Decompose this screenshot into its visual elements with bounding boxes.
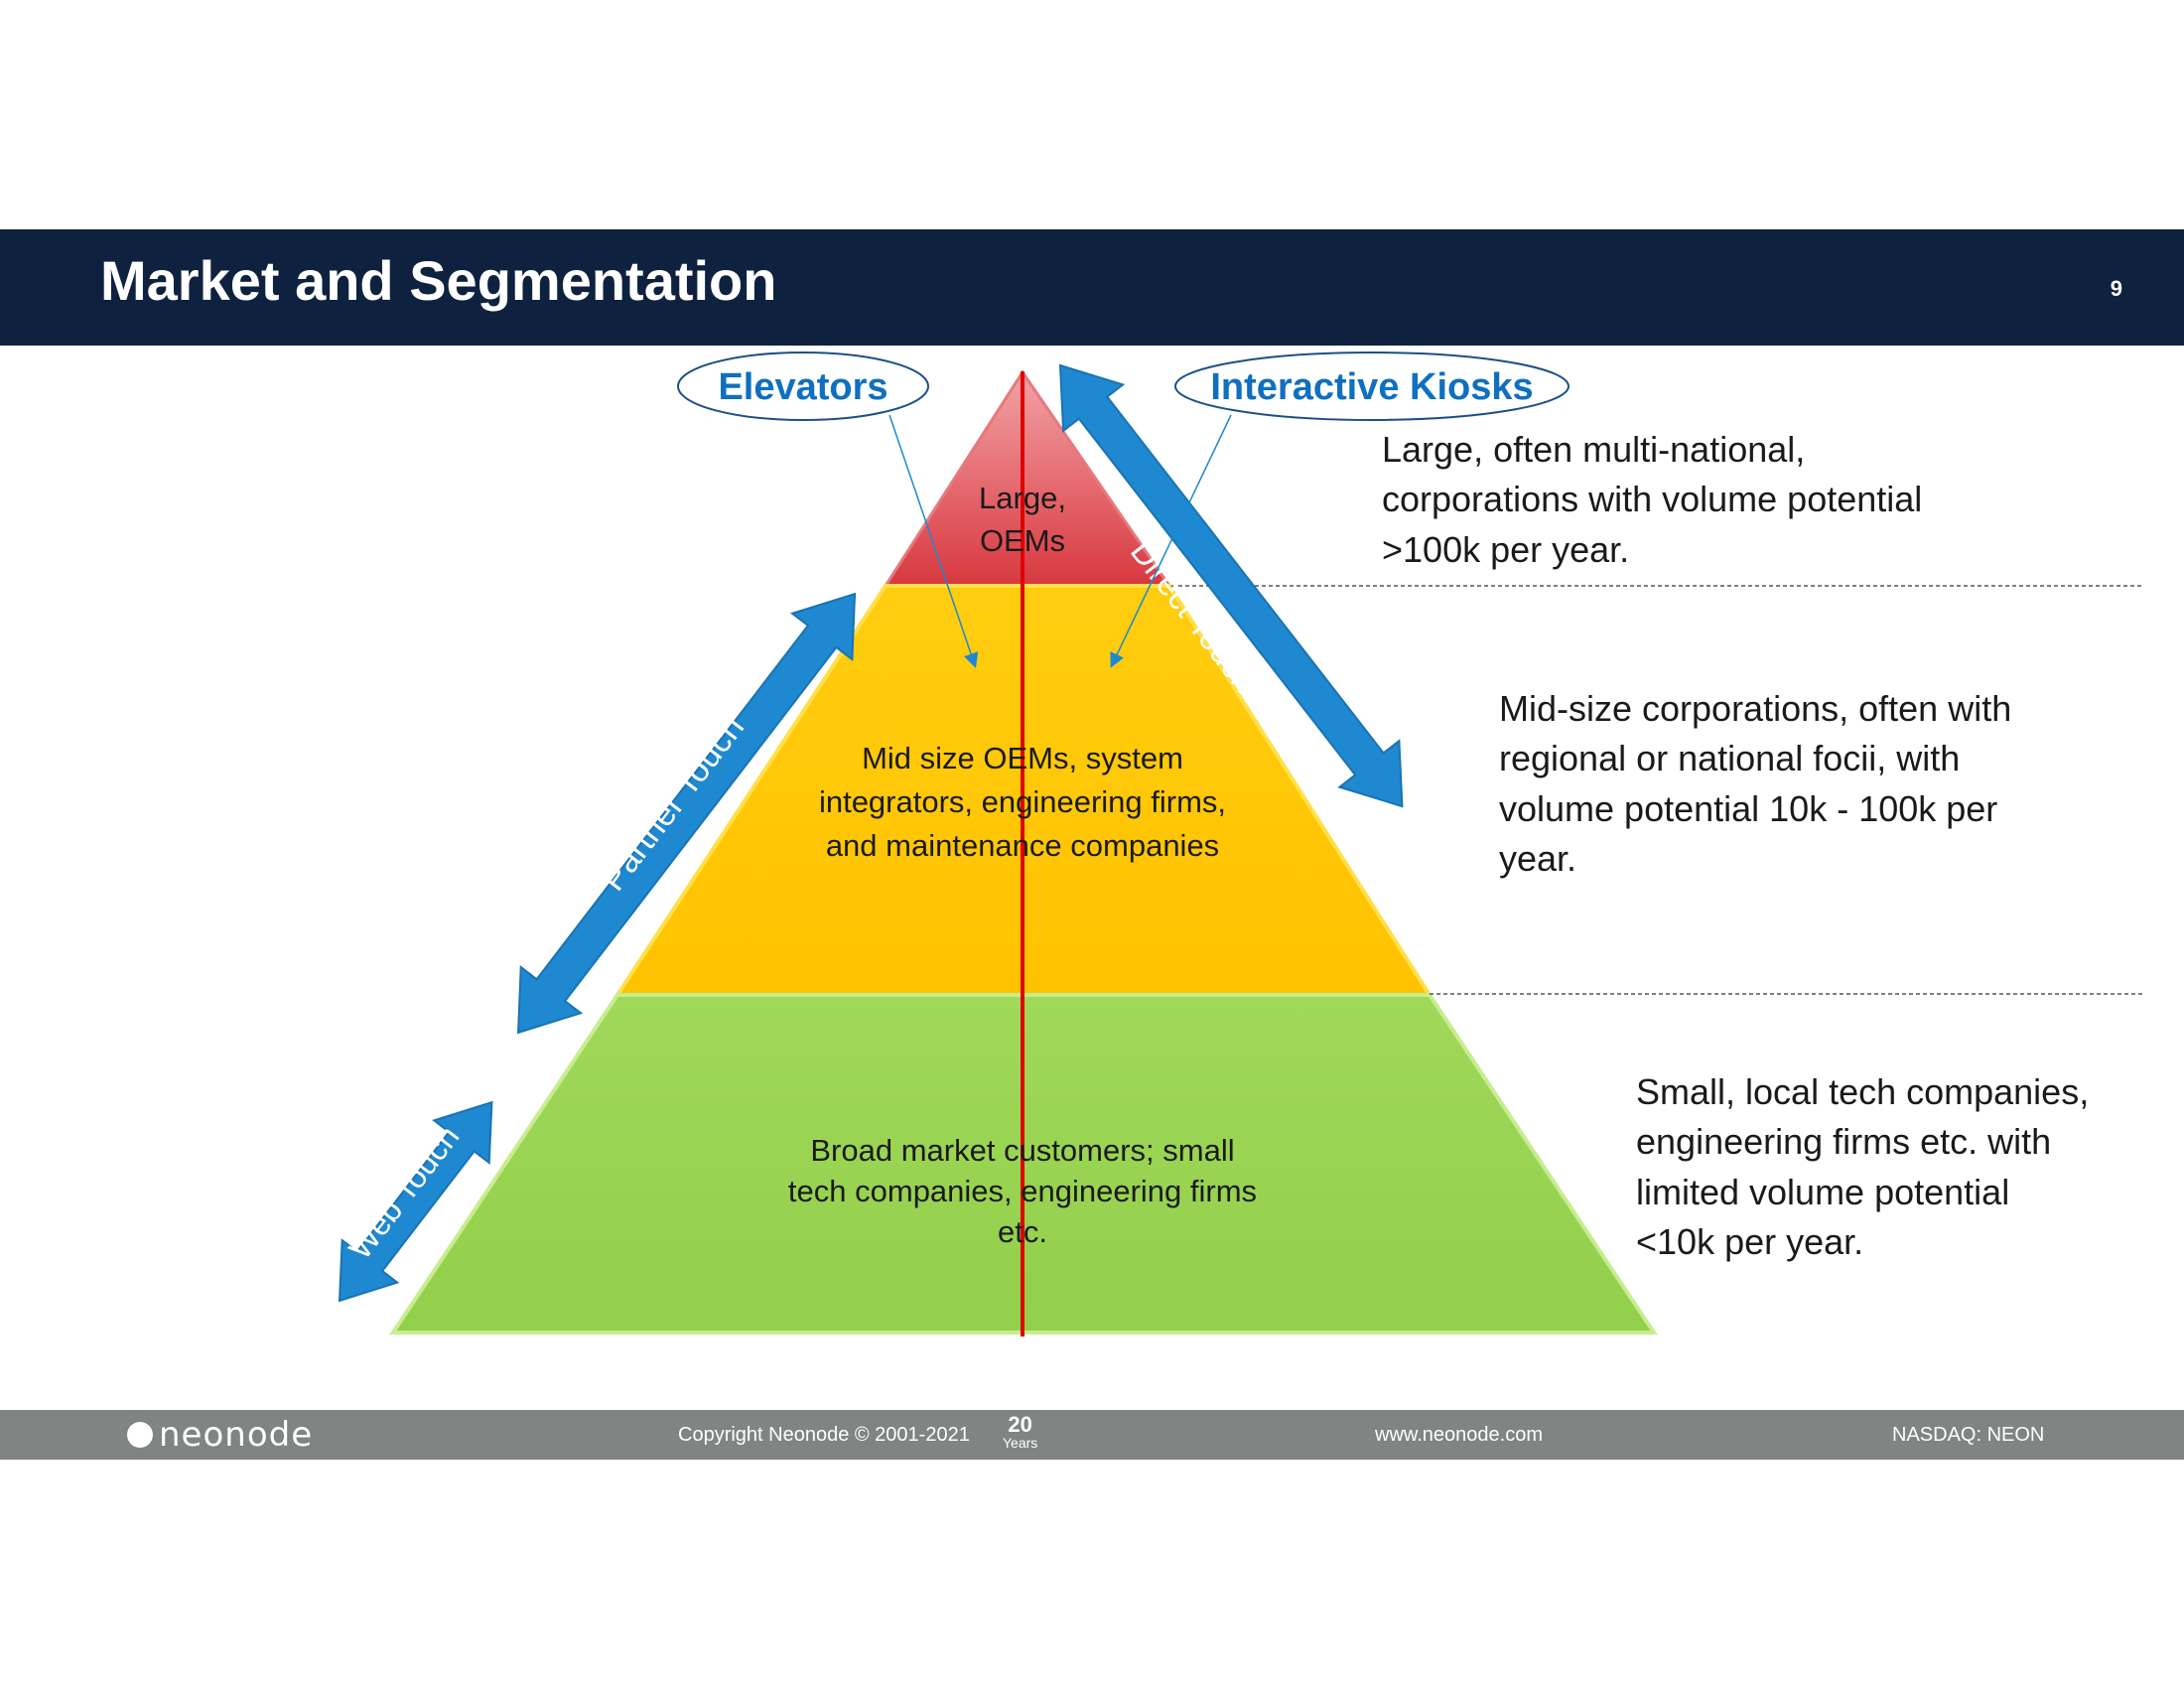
elevators-connector (888, 414, 979, 668)
title-bar (0, 229, 2184, 346)
tier-label-bottom: Broad market customers; small tech compa… (787, 1133, 1258, 1249)
copyright-text: Copyright Neonode © 2001-2021 (678, 1424, 970, 1446)
tier-label-middle: Mid size OEMs, system integrators, engin… (818, 741, 1227, 864)
kiosks-callout-label: Interactive Kiosks (1210, 366, 1533, 408)
segment-description-small: Small, local tech companies, engineering… (1636, 1071, 2090, 1263)
elevators-callout-label: Elevators (718, 366, 887, 408)
page-number: 9 (2110, 276, 2122, 301)
neonode-logo-icon (127, 1422, 153, 1448)
elevators-callout-bubble (677, 352, 929, 421)
kiosks-connector (1110, 414, 1232, 668)
website-link[interactable]: www.neonode.com (1375, 1424, 1543, 1446)
page-title: Market and Segmentation (100, 249, 777, 312)
ticker-text: NASDAQ: NEON (1892, 1424, 2045, 1446)
twenty-years-badge: 20 Years (1003, 1412, 1038, 1451)
segment-description-mid: Mid-size corporations, often with region… (1499, 688, 2012, 880)
neonode-logo: neonode (127, 1415, 313, 1455)
neonode-logo-wordmark: neonode (159, 1415, 314, 1455)
tier-label-top: Large, OEMs (979, 481, 1066, 559)
kiosks-callout-bubble (1174, 352, 1570, 421)
footer-bar: Copyright Neonode © 2001-2021 www.neonod… (0, 1410, 2184, 1460)
segment-description-large: Large, often multi-national, corporation… (1382, 429, 1923, 570)
